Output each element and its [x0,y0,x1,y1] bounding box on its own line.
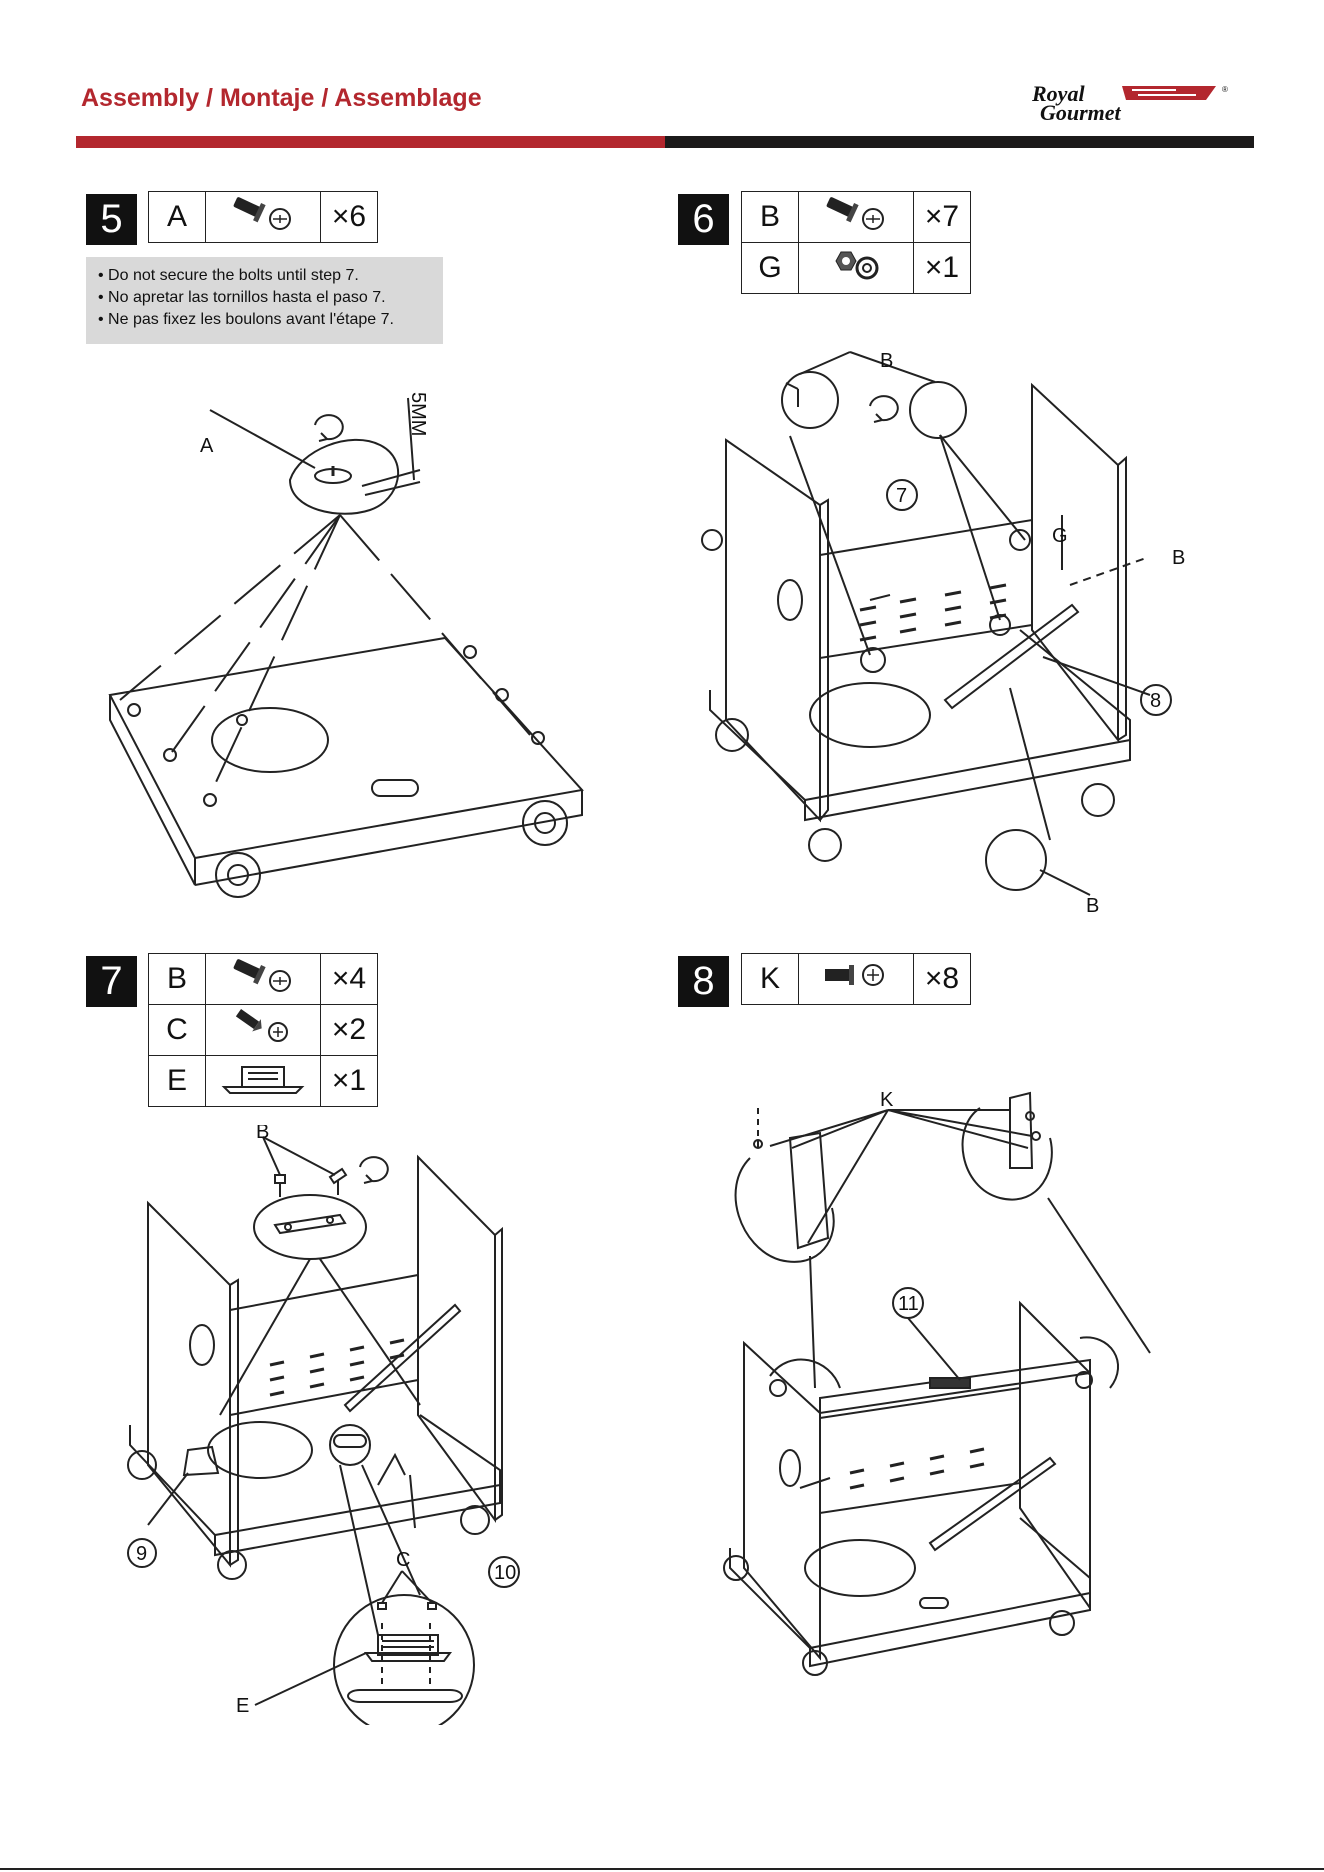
brand-registered-mark: ® [1222,85,1228,94]
step-7-label-c: C [396,1549,410,1571]
step-8-label-rail: 11 [898,1293,919,1315]
parts-row: A ×6 [149,192,378,243]
note-item: • No apretar las tornillos hasta el paso… [98,287,443,309]
step-7-number: 7 [86,956,137,1007]
step-8-number: 8 [678,956,729,1007]
step-7-label-right-part: 10 [494,1562,516,1584]
header-bar-dark [665,136,1254,148]
part-qty: ×1 [914,243,971,294]
step-7-label-left-part: 9 [136,1543,147,1565]
note-item: • Do not secure the bolts until step 7. [98,265,443,287]
nut-washer-icon [799,243,914,294]
part-letter: A [149,192,206,243]
step-6-number: 6 [678,194,729,245]
part-qty: ×6 [321,192,378,243]
step-5-parts-table: A ×6 [148,191,378,243]
step-6-label-b-right: B [1172,547,1185,569]
note-item: • Ne pas fixez les boulons avant l'étape… [98,309,443,331]
brand-logo: Royal Gourmet ® [1026,82,1236,122]
bolt-washer-icon [799,954,914,1005]
step-8-diagram: K 11 [710,1088,1170,1688]
step-5-label-a: A [200,435,214,457]
part-letter: C [149,1005,206,1056]
part-qty: ×7 [914,192,971,243]
magnet-catch-icon [206,1056,321,1107]
step-6-parts-table: B ×7 G ×1 [741,191,971,294]
step-6-label-panel: 7 [896,485,907,507]
step-8-parts-table: K ×8 [741,953,971,1005]
parts-row: E ×1 [149,1056,378,1107]
part-qty: ×2 [321,1005,378,1056]
parts-row: C ×2 [149,1005,378,1056]
step-6-label-brace: 8 [1150,690,1161,712]
brand-line-2: Gourmet [1040,100,1122,122]
part-letter: E [149,1056,206,1107]
part-qty: ×1 [321,1056,378,1107]
bolt-washer-icon [206,954,321,1005]
brand-flame-icon [1122,86,1216,100]
part-letter: K [742,954,799,1005]
step-8-label-k: K [880,1089,894,1111]
step-6-label-g: G [1052,525,1068,547]
step-6-label-b-bottom: B [1086,895,1099,917]
bolt-washer-icon [206,192,321,243]
step-6-diagram: B B B G 7 8 [690,340,1210,920]
step-5-dimension-label: 5MM [407,392,429,436]
step-7-diagram: B C E 9 10 [120,1125,540,1725]
step-5-notes: • Do not secure the bolts until step 7. … [86,257,443,344]
page-bottom-rule [0,1868,1324,1870]
step-5-diagram: A 5MM [90,370,610,910]
page-title: Assembly / Montaje / Assemblage [81,84,482,113]
part-qty: ×4 [321,954,378,1005]
screw-washer-icon [206,1005,321,1056]
part-letter: B [149,954,206,1005]
part-letter: B [742,192,799,243]
part-letter: G [742,243,799,294]
bolt-washer-icon [799,192,914,243]
header-bar-red [76,136,665,148]
parts-row: B ×4 [149,954,378,1005]
step-7-parts-table: B ×4 C ×2 E ×1 [148,953,378,1107]
step-7-label-e: E [236,1695,249,1717]
step-7-label-b: B [256,1125,269,1143]
step-5-number: 5 [86,194,137,245]
part-qty: ×8 [914,954,971,1005]
step-6-label-b-top: B [880,350,893,372]
parts-row: K ×8 [742,954,971,1005]
parts-row: B ×7 [742,192,971,243]
parts-row: G ×1 [742,243,971,294]
